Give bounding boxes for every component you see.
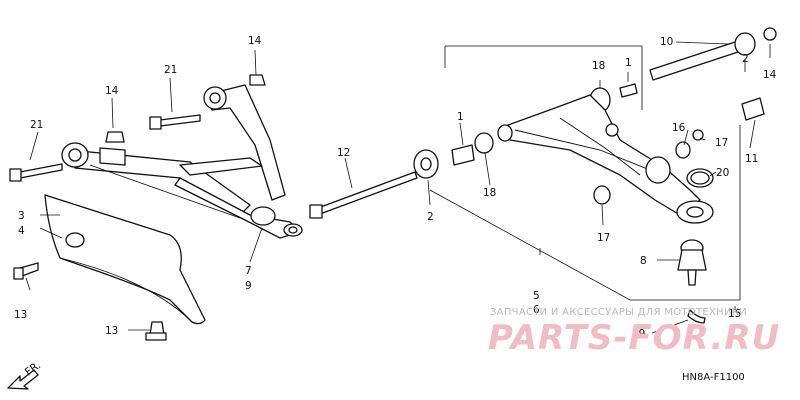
arm-guard (44, 194, 206, 325)
callout-19: 19 (632, 328, 645, 340)
lower-arm-right (497, 94, 714, 224)
callout-6: 6 (533, 304, 540, 316)
callout-16: 16 (672, 122, 686, 134)
callout-18: 18 (483, 187, 496, 199)
callout-5: 5 (533, 290, 540, 302)
lower-arm-left (61, 142, 303, 239)
center-bolt (309, 171, 418, 219)
callout-11: 11 (745, 153, 758, 165)
leader-lines (25, 41, 771, 334)
callout-10: 10 (660, 36, 673, 48)
callout-4: 4 (18, 225, 25, 237)
callout-1: 1 (625, 57, 632, 69)
callout-14: 14 (763, 69, 777, 81)
callout-18: 18 (592, 60, 605, 72)
callout-21: 21 (30, 119, 43, 131)
callout-1: 1 (457, 111, 464, 123)
front-direction-marker: FR. (7, 359, 43, 390)
left-bolts (9, 74, 266, 341)
ball-joint (677, 239, 707, 324)
callout-13: 13 (105, 325, 118, 337)
callout-3: 3 (18, 210, 25, 222)
front-arrow-icon (7, 369, 39, 390)
callout-9: 9 (245, 280, 252, 292)
callout-numbers: 1 1 2 2 3 4 5 6 7 8 9 10 11 12 13 13 14 … (14, 35, 777, 340)
callout-2: 2 (427, 211, 434, 223)
callout-14: 14 (105, 85, 119, 97)
callout-12: 12 (337, 147, 350, 159)
callout-8: 8 (640, 255, 647, 267)
callout-21: 21 (164, 64, 177, 76)
callout-13: 13 (14, 309, 27, 321)
diagram-code: HN8A-F1100 (682, 372, 745, 383)
callout-17: 17 (715, 137, 728, 149)
watermark-caption: ЗАПЧАСТИ И АКСЕССУАРЫ ДЛЯ МОТОТЕХНИКИ (490, 307, 747, 318)
callout-20: 20 (716, 167, 729, 179)
upper-rod-right (589, 27, 777, 113)
watermark: ЗАПЧАСТИ И АКСЕССУАРЫ ДЛЯ МОТОТЕХНИКИ PA… (488, 307, 780, 358)
callout-15: 15 (728, 308, 741, 320)
collar-1-center (451, 132, 494, 166)
right-small-parts (593, 97, 765, 205)
upper-arm-left (179, 84, 286, 201)
callout-2: 2 (742, 53, 749, 65)
bushing-2-center (413, 149, 439, 179)
callout-14: 14 (248, 35, 262, 47)
callout-17: 17 (597, 232, 610, 244)
callout-7: 7 (245, 265, 252, 277)
watermark-logo-text: PARTS-FOR.RU (488, 318, 780, 358)
